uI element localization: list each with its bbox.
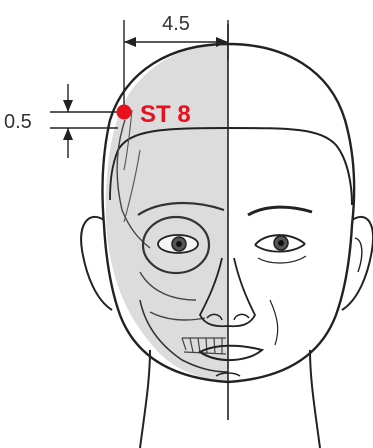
acupoint-marker xyxy=(117,105,132,120)
right-ear-inner xyxy=(355,238,362,272)
left-pupil xyxy=(176,241,182,247)
right-eye-bag xyxy=(258,256,306,263)
neck-left xyxy=(140,350,150,448)
acupoint-label: ST 8 xyxy=(140,101,191,128)
dim-horizontal-label: 4.5 xyxy=(162,13,190,35)
arrow-left-icon xyxy=(124,37,136,47)
right-ear xyxy=(342,217,373,310)
arrow-up-icon xyxy=(63,128,73,140)
right-pupil xyxy=(278,240,284,246)
neck-right xyxy=(310,350,320,448)
nasolabial-fold xyxy=(270,300,278,345)
right-eyebrow xyxy=(248,207,312,215)
arrow-down-icon xyxy=(63,100,73,112)
dim-vertical-label: 0.5 xyxy=(4,111,32,133)
